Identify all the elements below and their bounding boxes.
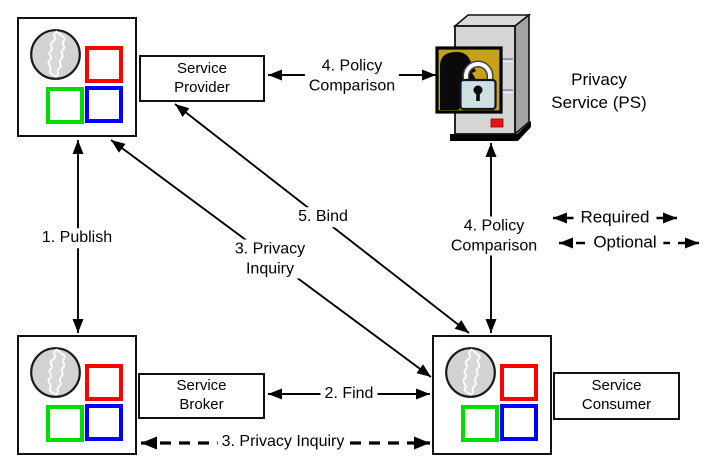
green-square-icon [46, 405, 84, 442]
service-broker-label-box: Service Broker [138, 373, 265, 419]
service-consumer-label: Service Consumer [581, 377, 652, 413]
green-square-icon [461, 405, 499, 442]
face-silhouette-icon [440, 51, 478, 110]
privacy-inquiry-dashed-label: 3. Privacy Inquiry [217, 432, 349, 452]
service-consumer-label-box: Service Consumer [553, 372, 680, 420]
policy-comparison-right-label: 4. Policy Comparison [446, 216, 542, 256]
blue-square-icon [85, 404, 123, 441]
red-square-icon [85, 364, 123, 401]
red-square-icon [500, 364, 538, 401]
padlock-icon [459, 60, 497, 111]
red-square-icon [85, 46, 123, 83]
blue-square-icon [85, 86, 123, 123]
globe-icon [28, 345, 83, 400]
privacy-service-title: Privacy Service (PS) [551, 70, 647, 112]
service-consumer-node [432, 335, 552, 455]
led-indicator-icon [490, 118, 504, 128]
legend-optional-label: Optional [586, 232, 664, 254]
legend-required-label: Required [573, 207, 657, 229]
blue-square-icon [500, 404, 538, 441]
globe-icon [28, 27, 83, 82]
privacy-badge-icon [435, 46, 503, 114]
bind-label: 5. Bind [294, 207, 352, 227]
globe-icon [443, 345, 498, 400]
service-provider-node [17, 17, 137, 137]
green-square-icon [46, 87, 84, 124]
service-provider-label-box: Service Provider [139, 55, 265, 102]
publish-label: 1. Publish [37, 228, 117, 248]
privacy-inquiry-diagonal-label: 3. Privacy Inquiry [230, 239, 310, 279]
service-broker-label: Service Broker [176, 377, 227, 413]
service-provider-label: Service Provider [174, 59, 230, 96]
find-label: 2. Find [320, 384, 378, 404]
service-broker-node [17, 335, 137, 455]
policy-comparison-top-label: 4. Policy Comparison [304, 56, 400, 96]
